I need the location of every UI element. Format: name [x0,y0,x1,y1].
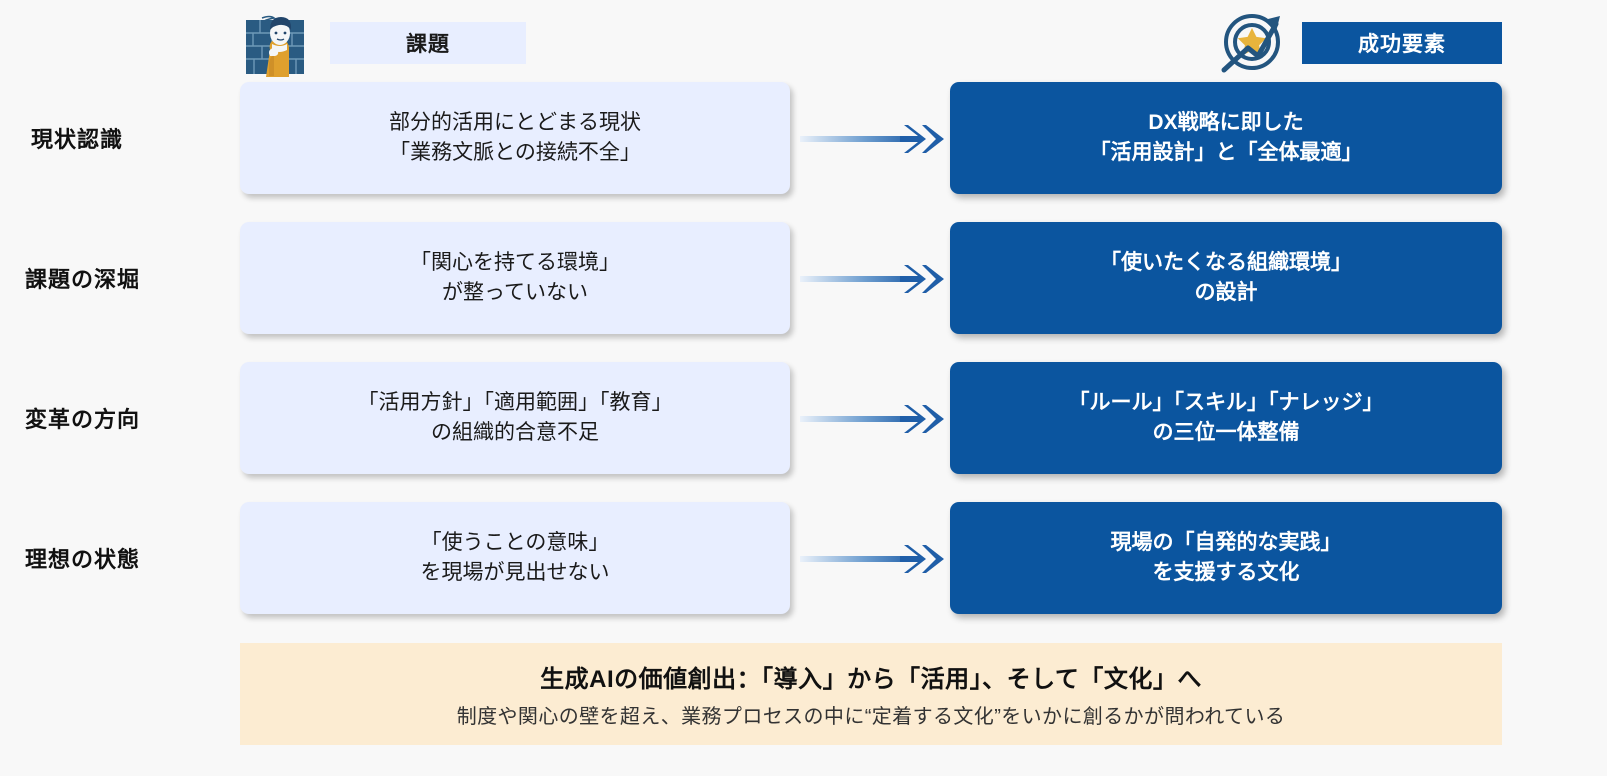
success-card-3: 現場の「自発的な実践」 を支援する文化 [950,502,1502,614]
challenge-card-0: 部分的活用にとどまる現状 「業務文脈との接続不全」 [240,82,790,194]
target-star-arrow-icon [1214,8,1292,76]
challenge-line2-3: を現場が見出せない [420,561,610,584]
table-row: 変革の方向 「活用方針」「適用範囲」「教育」 の組織的合意不足 「ルール」「スキ… [0,362,1607,474]
success-line2-1: の設計 [1194,281,1258,304]
banner-subtitle: 制度や関心の壁を超え、業務プロセスの中に“定着する文化”をいかに創るかが問われて… [456,706,1286,728]
challenge-header-label: 課題 [406,33,450,56]
challenge-header-chip: 課題 [330,22,526,64]
right-arrow-icon [800,122,948,156]
summary-banner: 生成AIの価値創出：「導入」から「活用」、そして「文化」へ 制度や関心の壁を超え… [240,643,1502,745]
right-arrow-icon [800,542,948,576]
row-label-0: 現状認識 [31,127,124,152]
challenge-line2-1: が整っていない [442,281,588,304]
banner-title: 生成AIの価値創出：「導入」から「活用」、そして「文化」へ [540,666,1202,693]
success-line2-0: 「活用設計」と「全体最適」 [1089,141,1363,164]
right-arrow-icon [800,262,948,296]
success-card-2: 「ルール」「スキル」「ナレッジ」 の三位一体整備 [950,362,1502,474]
right-arrow-icon [800,402,948,436]
success-line1-1: 「使いたくなる組織環境」 [1100,250,1352,274]
success-header-label: 成功要素 [1358,33,1446,56]
table-row: 現状認識 部分的活用にとどまる現状 「業務文脈との接続不全」 DX戦略に即した … [0,82,1607,194]
challenge-line1-2: 「活用方針」「適用範囲」「教育」 [357,390,673,414]
success-line2-3: を支援する文化 [1152,561,1300,584]
success-line2-2: の三位一体整備 [1152,421,1300,444]
challenge-line2-2: の組織的合意不足 [431,421,599,444]
row-label-1: 課題の深堀 [25,267,141,292]
row-label-2: 変革の方向 [25,407,141,432]
challenge-line1-1: 「関心を持てる環境」 [410,250,620,274]
success-card-0: DX戦略に即した 「活用設計」と「全体最適」 [950,82,1502,194]
challenge-card-2: 「活用方針」「適用範囲」「教育」 の組織的合意不足 [240,362,790,474]
challenge-card-3: 「使うことの意味」 を現場が見出せない [240,502,790,614]
table-row: 課題の深堀 「関心を持てる環境」 が整っていない 「使いたくなる組織環境」 の設… [0,222,1607,334]
success-line1-2: 「ルール」「スキル」「ナレッジ」 [1068,390,1384,414]
worried-person-brick-wall-icon [240,6,316,78]
challenge-line2-0: 「業務文脈との接続不全」 [389,141,641,164]
success-card-1: 「使いたくなる組織環境」 の設計 [950,222,1502,334]
challenge-card-1: 「関心を持てる環境」 が整っていない [240,222,790,334]
challenge-line1-0: 部分的活用にとどまる現状 [389,110,641,134]
table-row: 理想の状態 「使うことの意味」 を現場が見出せない 現場の「自発的な実践」 を支… [0,502,1607,614]
challenge-line1-3: 「使うことの意味」 [420,530,610,554]
success-line1-0: DX戦略に即した [1148,110,1304,134]
row-label-3: 理想の状態 [25,547,141,572]
success-header-chip: 成功要素 [1302,22,1502,64]
success-line1-3: 現場の「自発的な実践」 [1110,530,1342,554]
